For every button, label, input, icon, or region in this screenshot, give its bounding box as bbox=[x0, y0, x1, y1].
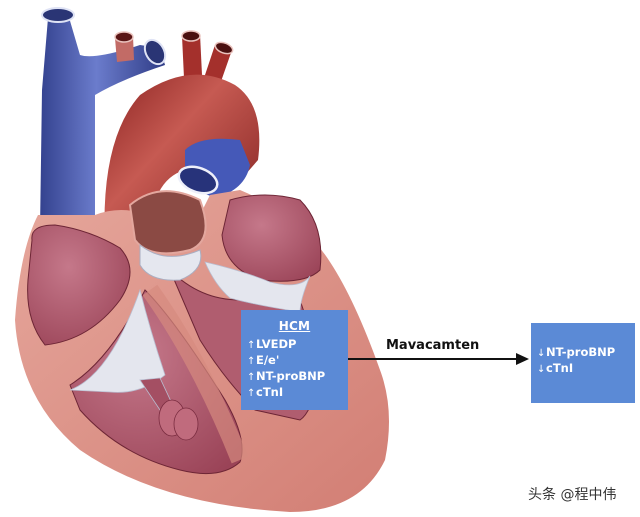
superior-vena-cava bbox=[40, 7, 167, 230]
arrow-down-icon: ↓ bbox=[537, 364, 546, 375]
arrow-up-icon: ↑ bbox=[247, 388, 256, 399]
hcm-item-label: cTnI bbox=[256, 385, 284, 399]
hcm-item-label: NT-proBNP bbox=[256, 369, 326, 383]
result-item-ctni: ↓cTnI bbox=[531, 361, 635, 377]
hcm-item-label: E/e' bbox=[256, 353, 280, 367]
mitral-valve bbox=[204, 261, 311, 313]
hcm-item-nt-probnp: ↑NT-proBNP bbox=[241, 369, 348, 385]
arrow-up-icon: ↑ bbox=[247, 372, 256, 383]
result-marker-box: ↓NT-proBNP ↓cTnI bbox=[531, 323, 635, 403]
arrow-up-icon: ↑ bbox=[247, 340, 256, 351]
treatment-label: Mavacamten bbox=[386, 338, 480, 353]
tricuspid-valve bbox=[69, 288, 199, 441]
hcm-title: HCM bbox=[278, 319, 311, 333]
watermark: 头条 @程中伟 bbox=[528, 487, 617, 503]
hcm-marker-box: HCM ↑LVEDP ↑E/e' ↑NT-proBNP ↑cTnI bbox=[241, 310, 348, 410]
interventricular-septum bbox=[142, 284, 249, 464]
arrow-right-icon bbox=[516, 353, 529, 365]
result-item-label: NT-proBNP bbox=[546, 345, 616, 359]
aortic-valve bbox=[128, 190, 207, 281]
right-atrium bbox=[27, 224, 131, 346]
arrow-down-icon: ↓ bbox=[537, 348, 546, 359]
result-item-nt-probnp: ↓NT-proBNP bbox=[531, 345, 635, 361]
arrow-up-icon: ↑ bbox=[247, 356, 256, 367]
hcm-item-label: LVEDP bbox=[256, 337, 297, 351]
pulmonary-vessel bbox=[177, 138, 250, 198]
hcm-item-lvedp: ↑LVEDP bbox=[241, 337, 348, 353]
hcm-item-e-e-prime: ↑E/e' bbox=[241, 353, 348, 369]
treatment-arrow-line bbox=[348, 358, 520, 360]
aortic-branches bbox=[114, 30, 234, 90]
hcm-item-ctni: ↑cTnI bbox=[241, 385, 348, 401]
left-atrium bbox=[221, 194, 322, 282]
result-item-label: cTnI bbox=[546, 361, 574, 375]
